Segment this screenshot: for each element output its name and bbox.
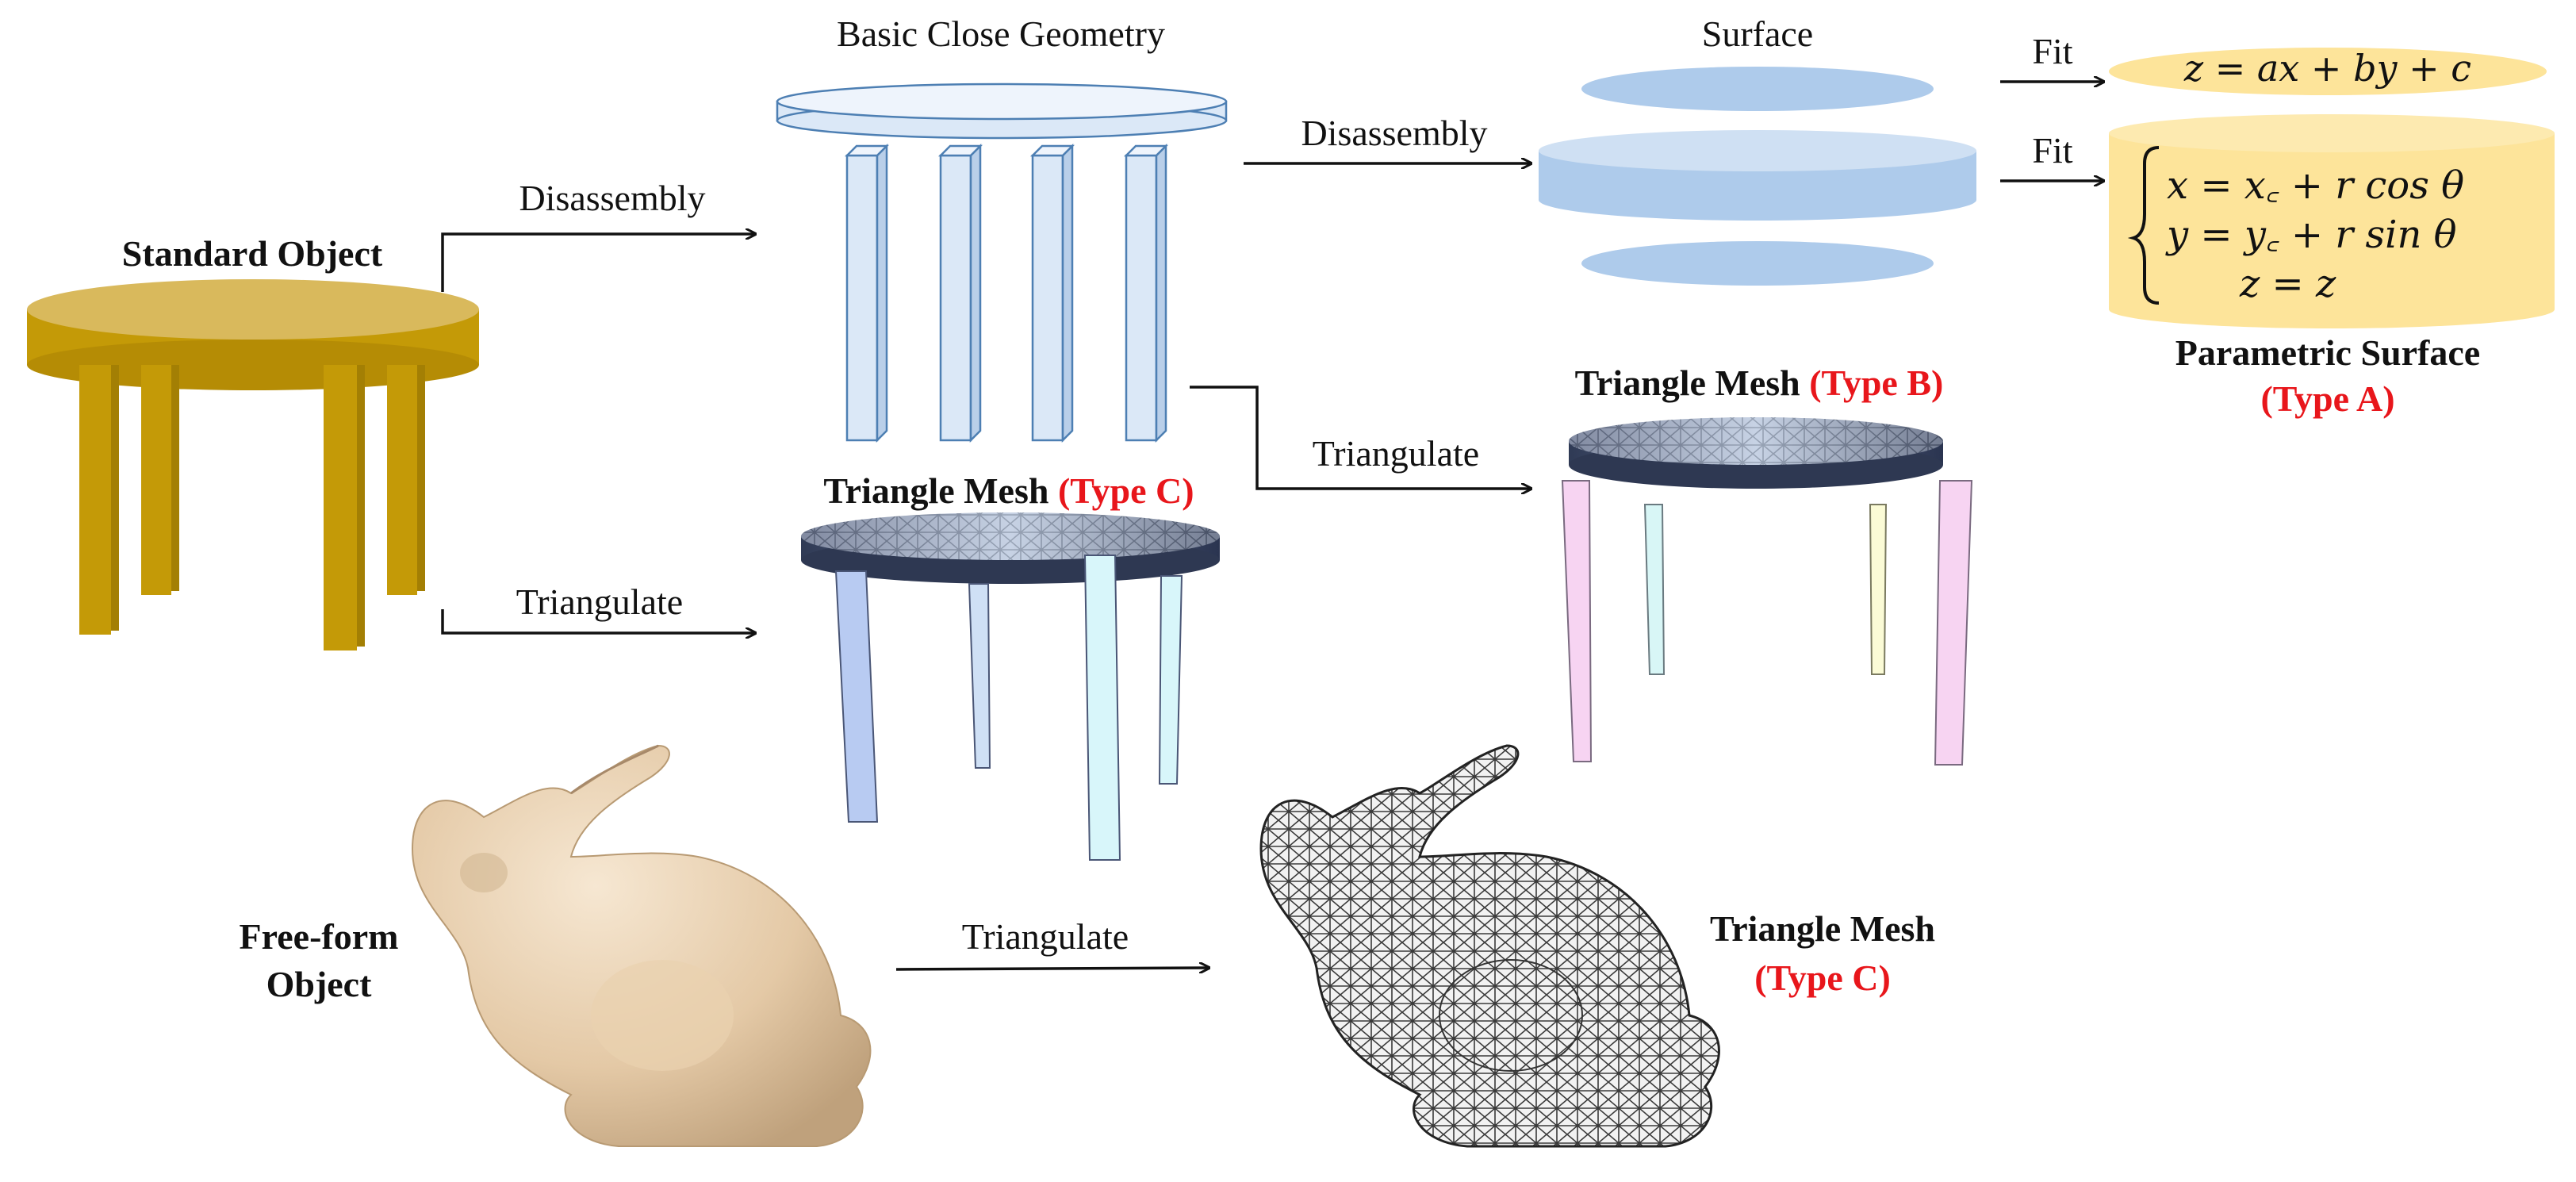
triangulate-label-3: Triangulate	[962, 916, 1129, 957]
triangle-mesh-type-b	[1561, 417, 1973, 766]
standard-object-table	[27, 279, 479, 650]
equation-x: x = x꜀ + r cos θ	[2167, 163, 2464, 208]
surface-pieces	[1539, 67, 1976, 286]
free-form-label-line2: Object	[266, 964, 373, 1004]
type-b-label: (Type B)	[1809, 363, 1943, 403]
disassembly-arrow-1	[441, 234, 755, 292]
cylinder-equations: x = x꜀ + r cos θ y = y꜀ + r sin θ z = z	[2127, 146, 2464, 306]
standard-object-label: Standard Object	[122, 233, 383, 274]
fit-label-1: Fit	[2032, 31, 2072, 71]
triangle-mesh-type-c	[801, 512, 1220, 861]
triangulate-arrow-3	[895, 968, 1209, 969]
triangulate-arrow-1	[441, 609, 755, 633]
disassembly-label-2: Disassembly	[1301, 113, 1487, 153]
triangle-mesh-bottom-label: Triangle Mesh	[1710, 908, 1935, 949]
type-c-label: (Type C)	[1058, 470, 1194, 511]
free-form-label-line1: Free-form	[240, 916, 399, 957]
equation-y: y = y꜀ + r sin θ	[2165, 213, 2457, 257]
plane-equation: z = ax + by + c	[2183, 47, 2471, 90]
fit-label-2: Fit	[2032, 130, 2072, 171]
triangle-mesh-type-b-title: Triangle Mesh (Type B)	[1575, 363, 1944, 403]
basic-close-geometry	[776, 83, 1228, 443]
triangulate-arrow-2	[1190, 386, 1531, 489]
parametric-cylinder	[2109, 114, 2555, 328]
disassembly-label-1: Disassembly	[519, 178, 705, 218]
triangulate-label-2: Triangulate	[1313, 433, 1479, 474]
bunny-solid	[411, 744, 872, 1147]
equation-z: z = z	[2239, 262, 2336, 306]
basic-close-geometry-label: Basic Close Geometry	[837, 13, 1165, 54]
type-a-label: (Type A)	[2260, 378, 2394, 419]
triangle-mesh-type-c-title: Triangle Mesh (Type C)	[823, 470, 1194, 511]
parametric-surface-label: Parametric Surface	[2175, 332, 2480, 373]
surface-label: Surface	[1702, 13, 1813, 54]
triangle-mesh-b-text: Triangle Mesh	[1575, 363, 1800, 403]
triangle-mesh-c-text: Triangle Mesh	[823, 470, 1048, 511]
parametric-plane	[2109, 48, 2547, 95]
bunny-mesh	[1259, 744, 1720, 1148]
type-c-bottom-label: (Type C)	[1754, 957, 1891, 998]
triangulate-label-1: Triangulate	[516, 581, 683, 622]
